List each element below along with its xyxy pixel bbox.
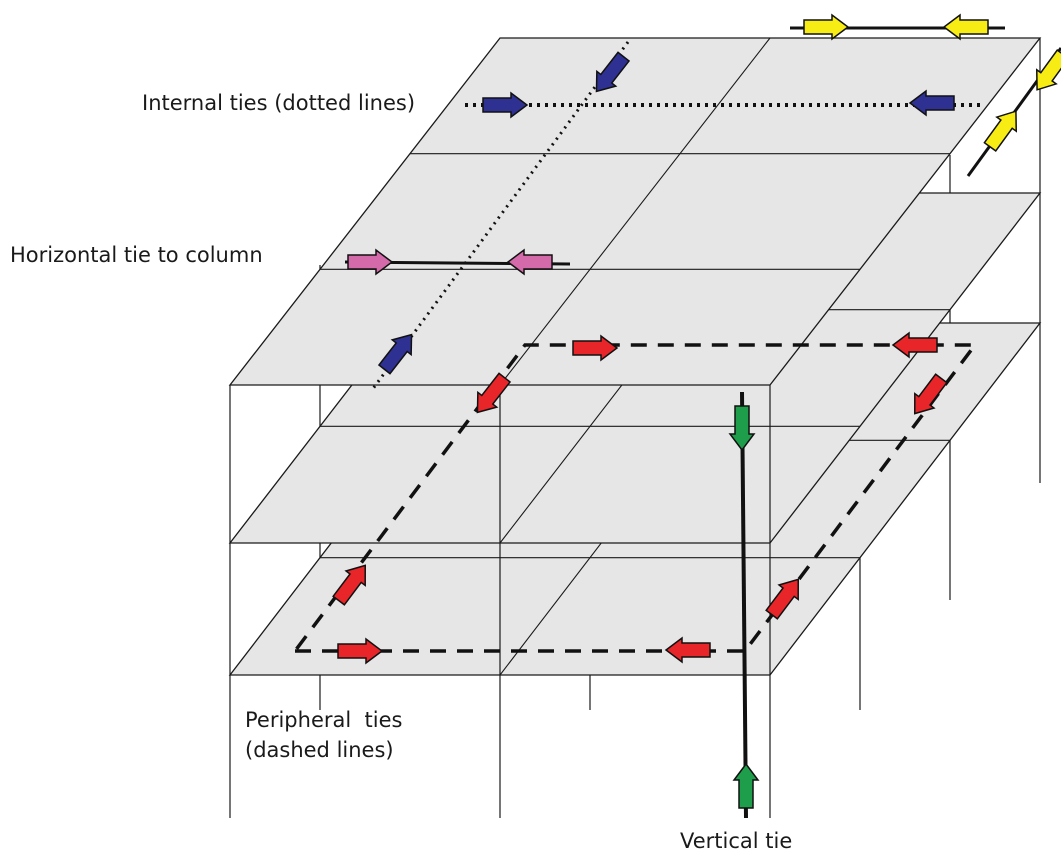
floor-slabs [228, 37, 1042, 676]
arrow-icon [979, 103, 1027, 155]
floor-slab [228, 37, 1042, 386]
arrow-icon [733, 763, 759, 809]
peripheral-tie-line [293, 343, 979, 653]
arrow-icon [803, 14, 849, 40]
arrow-icon [943, 14, 989, 40]
horizontal-tie-label: Horizontal tie to column [10, 243, 263, 267]
peripheral-ties-label: Peripheral ties (dashed lines) [245, 708, 403, 762]
vertical-tie-line [740, 391, 748, 819]
vertical-tie-label: Vertical tie [680, 829, 793, 853]
internal-ties-label: Internal ties (dotted lines) [142, 91, 416, 115]
columns-front [229, 385, 771, 818]
